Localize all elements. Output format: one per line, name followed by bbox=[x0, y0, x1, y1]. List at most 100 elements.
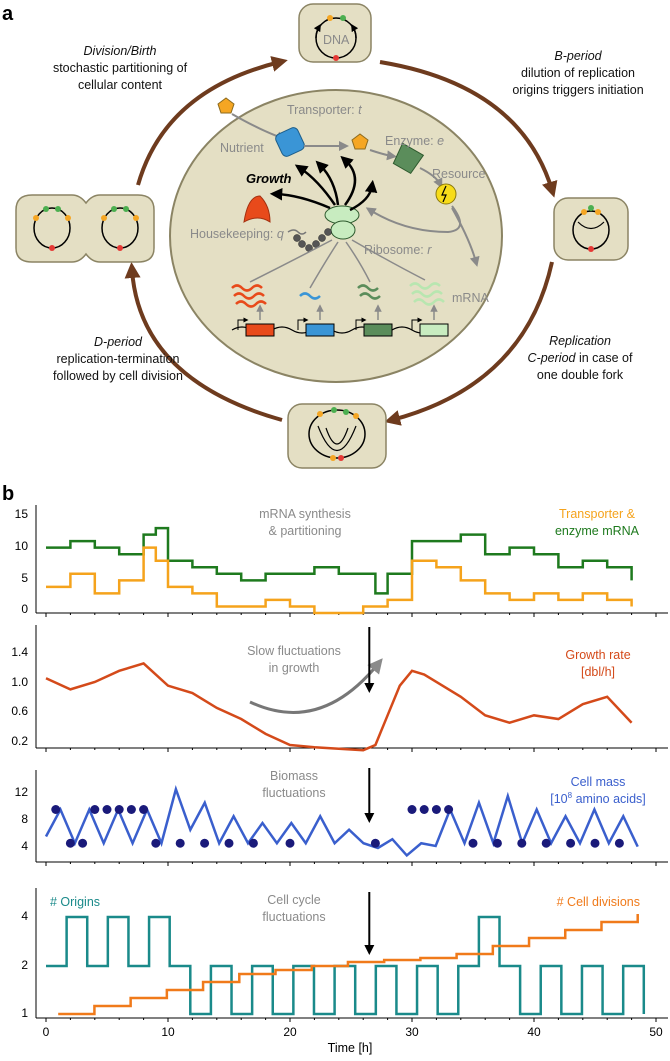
divisions-line bbox=[58, 914, 639, 1016]
resource-icon bbox=[435, 183, 457, 205]
x-tick-20: 20 bbox=[283, 1025, 297, 1039]
x-tick-40: 40 bbox=[527, 1025, 541, 1039]
nutrient-label: Nutrient bbox=[220, 141, 264, 155]
mass-division-dot bbox=[517, 838, 527, 848]
divisions-legend: # Cell divisions bbox=[557, 895, 640, 909]
mass-division-dot bbox=[51, 805, 61, 814]
mass-annotation-2: fluctuations bbox=[262, 786, 325, 800]
mrna-ytick-0: 0 bbox=[21, 602, 28, 616]
mass-ytick-8: 8 bbox=[21, 812, 28, 826]
c-period-label: C-period bbox=[528, 351, 577, 365]
replication-title: Replication bbox=[549, 334, 611, 348]
growth-annotation-arrow bbox=[249, 658, 383, 714]
mass-division-dot bbox=[541, 838, 551, 848]
growth-line bbox=[45, 662, 633, 752]
division-line-1: stochastic partitioning of bbox=[53, 61, 188, 75]
panel-b-label: b bbox=[2, 483, 14, 505]
growth-ytick-1.4: 1.4 bbox=[11, 645, 28, 659]
resource-label: Resource bbox=[432, 167, 486, 181]
mass-division-dot bbox=[90, 805, 100, 814]
mass-division-dot bbox=[151, 838, 161, 848]
mass-division-dot bbox=[468, 838, 478, 848]
mrna-annotation-2: & partitioning bbox=[269, 524, 342, 538]
mass-ytick-4: 4 bbox=[21, 839, 28, 853]
mass-division-dot bbox=[248, 838, 258, 848]
x-tick-0: 0 bbox=[43, 1025, 50, 1039]
mrna-legend-1: Transporter & bbox=[559, 507, 636, 521]
mass-division-dot bbox=[431, 805, 441, 814]
mass-division-dot bbox=[285, 838, 295, 848]
growth-ytick-1.0: 1.0 bbox=[11, 675, 28, 689]
mrna-annotation-1: mRNA synthesis bbox=[259, 507, 351, 521]
growth-legend-2: [dbl/h] bbox=[581, 665, 615, 679]
housekeeping-label: Housekeeping: q bbox=[190, 227, 284, 241]
mass-annotation-1: Biomass bbox=[270, 769, 318, 783]
peptide-chain bbox=[293, 228, 332, 252]
arrow-top-to-replication bbox=[379, 60, 558, 198]
mass-division-dot bbox=[566, 838, 576, 848]
replication-line-2: one double fork bbox=[537, 368, 624, 382]
mrna-waves bbox=[231, 282, 445, 308]
division-title: Division/Birth bbox=[84, 44, 157, 58]
mass-division-dot bbox=[139, 805, 149, 814]
cell-top: DNA bbox=[298, 3, 372, 63]
mrna-ytick-15: 15 bbox=[15, 507, 29, 521]
mass-division-dot bbox=[370, 838, 380, 848]
x-tick-10: 10 bbox=[161, 1025, 175, 1039]
caption-replication: Replication C-period in case of one doub… bbox=[528, 334, 633, 382]
transporter-icon bbox=[275, 127, 305, 157]
c-period-suffix: in case of bbox=[575, 351, 633, 365]
housekeeping-icon bbox=[243, 195, 271, 223]
panel-a-label: a bbox=[2, 3, 14, 25]
caption-d-period: D-period replication-termination followe… bbox=[53, 335, 183, 383]
enzyme-icon bbox=[392, 142, 425, 175]
division-line-2: cellular content bbox=[78, 78, 163, 92]
mass-division-dot bbox=[614, 838, 624, 848]
mass-division-dot bbox=[65, 838, 75, 848]
enzyme-label: Enzyme: e bbox=[385, 134, 444, 148]
origins-line bbox=[46, 915, 646, 1016]
b-period-line-2: origins triggers initiation bbox=[512, 83, 643, 97]
cycle-annotation-1: Cell cycle bbox=[267, 893, 321, 907]
mass-division-dot bbox=[224, 838, 234, 848]
growth-annotation-1: Slow fluctuations bbox=[247, 644, 341, 658]
mass-division-dot bbox=[175, 838, 185, 848]
cell-bottom bbox=[287, 403, 387, 469]
x-tick-30: 30 bbox=[405, 1025, 419, 1039]
mrna-series-1 bbox=[46, 546, 633, 615]
cycle-ytick-2: 2 bbox=[21, 958, 28, 972]
cell-main: Transporter: t Nutrient Enzyme: e Resour… bbox=[169, 89, 503, 383]
growth-ytick-0.6: 0.6 bbox=[11, 704, 28, 718]
d-period-title: D-period bbox=[94, 335, 143, 349]
growth-label: Growth bbox=[246, 171, 292, 186]
mass-division-dot bbox=[492, 838, 502, 848]
mass-division-dot bbox=[590, 838, 600, 848]
mass-ytick-12: 12 bbox=[15, 785, 29, 799]
b-period-title: B-period bbox=[554, 49, 602, 63]
caption-division: Division/Birth stochastic partitioning o… bbox=[53, 44, 188, 92]
transporter-label: Transporter: t bbox=[287, 103, 362, 117]
x-tick-50: 50 bbox=[649, 1025, 663, 1039]
mass-division-dot bbox=[126, 805, 136, 814]
mass-division-dot bbox=[200, 838, 210, 848]
mrna-series-0 bbox=[46, 526, 633, 595]
mass-division-dot bbox=[444, 805, 454, 814]
d-period-line-1: replication-termination bbox=[57, 352, 180, 366]
cell-left-dividing bbox=[15, 194, 155, 263]
x-axis: 0 10 20 30 40 50 Time [h] bbox=[43, 1025, 663, 1055]
growth-legend-1: Growth rate bbox=[565, 648, 630, 662]
cycle-arrows bbox=[124, 56, 558, 426]
nutrient-inside-icon bbox=[351, 133, 369, 150]
mass-legend-2: [108 amino acids] bbox=[550, 791, 646, 806]
d-period-line-2: followed by cell division bbox=[53, 369, 183, 383]
origins-legend: # Origins bbox=[50, 895, 100, 909]
cycle-annotation-2: fluctuations bbox=[262, 910, 325, 924]
mass-division-dot bbox=[114, 805, 124, 814]
mass-legend-1: Cell mass bbox=[571, 775, 626, 789]
mrna-legend-2: enzyme mRNA bbox=[555, 524, 640, 538]
mrna-ytick-10: 10 bbox=[15, 539, 29, 553]
growth-ytick-0.2: 0.2 bbox=[11, 734, 28, 748]
dna-label: DNA bbox=[323, 33, 350, 47]
arrow-bottom-to-division bbox=[124, 262, 283, 422]
